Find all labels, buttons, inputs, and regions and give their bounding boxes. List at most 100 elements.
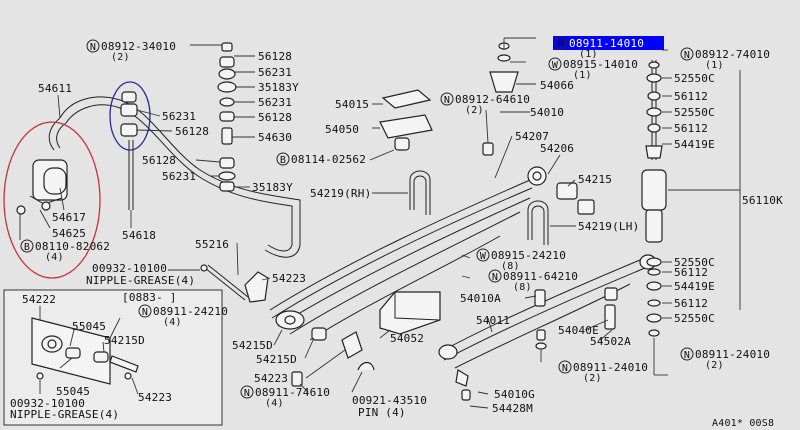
part-number-label[interactable]: 35183Y: [252, 181, 293, 194]
circle-mark-letter: N: [562, 363, 568, 374]
leader-lines: [19, 37, 741, 409]
part-number-label[interactable]: 54215D: [256, 353, 297, 366]
part-number-label[interactable]: 56128: [175, 125, 209, 138]
circle-mark-icon: [240, 385, 254, 399]
part-number-label[interactable]: 56128: [142, 154, 176, 167]
part-number-label[interactable]: 56231: [162, 170, 196, 183]
circle-mark-letter: W: [552, 60, 559, 71]
part-number-label[interactable]: 54010A: [460, 292, 501, 305]
part-number-label[interactable]: 08915-14010: [563, 58, 638, 71]
quantity-label: (2): [705, 360, 724, 371]
part-number-label[interactable]: 35183Y: [258, 81, 299, 94]
part-number-label[interactable]: 54215: [578, 173, 612, 186]
part-number-label[interactable]: 56128: [258, 111, 292, 124]
part-number-label[interactable]: 08912-34010: [101, 40, 176, 53]
part-number-label[interactable]: 54502A: [590, 335, 631, 348]
part-number-label[interactable]: 08915-24210: [491, 249, 566, 262]
part-number-label[interactable]: 52550C: [674, 106, 715, 119]
circle-mark-letter: N: [444, 95, 450, 106]
quantity-label: (8): [513, 282, 532, 293]
part-number-label[interactable]: 56231: [258, 96, 292, 109]
part-number-label[interactable]: 08912-74010: [695, 48, 770, 61]
part-number-label[interactable]: 54617: [52, 211, 86, 224]
part-number-label[interactable]: 54215D: [232, 339, 273, 352]
part-number-label[interactable]: 54223: [272, 272, 306, 285]
grease-nipple-bolt: [200, 264, 249, 301]
selected-part-highlight[interactable]: [553, 36, 664, 50]
part-number-label[interactable]: 54015: [335, 98, 369, 111]
circle-mark-icon: [276, 152, 290, 166]
part-number-label[interactable]: 55216: [195, 238, 229, 251]
stabilizer-bushing-bracket: [16, 159, 68, 215]
part-number-label[interactable]: 08912-64610: [455, 93, 530, 106]
main-leaf-spring: [269, 166, 595, 341]
quantity-label: (8): [501, 261, 520, 272]
part-number-label[interactable]: 56110K: [742, 194, 783, 207]
selected-part-number[interactable]: 08911-14010: [569, 37, 644, 50]
part-number-label[interactable]: 56112: [674, 297, 708, 310]
u-bolt-lh: [527, 200, 549, 245]
part-number-label[interactable]: 54206: [540, 142, 574, 155]
part-number-label[interactable]: 56231: [258, 66, 292, 79]
part-number-label[interactable]: 54618: [122, 229, 156, 242]
part-number-label[interactable]: 56112: [674, 90, 708, 103]
part-number-label[interactable]: 54040E: [558, 324, 599, 337]
circle-mark-letter: N: [90, 42, 96, 53]
red-annotation-circle: [3, 121, 101, 279]
circle-mark-letter: W: [480, 251, 487, 262]
part-number-label[interactable]: 08110-82062: [35, 240, 110, 253]
part-number-label[interactable]: 00921-43510: [352, 394, 427, 407]
part-number-label[interactable]: 08911-24010: [695, 348, 770, 361]
part-number-label[interactable]: 08114-02562: [291, 153, 366, 166]
part-number-label[interactable]: 08911-24010: [573, 361, 648, 374]
part-number-label[interactable]: 08911-24210: [153, 305, 228, 318]
part-number-label[interactable]: 55045: [56, 385, 90, 398]
part-number-label[interactable]: 54066: [540, 79, 574, 92]
part-number-label[interactable]: 08911-74610: [255, 386, 330, 399]
quantity-label: (2): [111, 52, 130, 63]
quantity-label: (2): [583, 373, 602, 384]
part-number-label[interactable]: 54010: [530, 106, 564, 119]
part-number-label[interactable]: 52550C: [674, 72, 715, 85]
part-number-label[interactable]: 54428M: [492, 402, 533, 415]
part-number-label[interactable]: 54215D: [104, 334, 145, 347]
part-number-label[interactable]: 54207: [515, 130, 549, 143]
part-number-label[interactable]: PIN (4): [358, 406, 406, 419]
part-number-label[interactable]: NIPPLE-GREASE(4): [86, 274, 195, 287]
label-layer: 08911-14010(1)08912-34010(2)561285623135…: [10, 37, 783, 429]
part-number-label[interactable]: 00932-10100: [92, 262, 167, 275]
part-number-label[interactable]: 54222: [22, 293, 56, 306]
quantity-label: (4): [163, 317, 182, 328]
part-number-label[interactable]: 54050: [325, 123, 359, 136]
part-number-label[interactable]: 54223: [138, 391, 172, 404]
part-number-label[interactable]: 54419E: [674, 138, 715, 151]
part-number-label[interactable]: 56231: [162, 110, 196, 123]
part-number-label[interactable]: 54223: [254, 372, 288, 385]
circle-mark-icon: [476, 248, 490, 262]
part-number-label[interactable]: 54010G: [494, 388, 535, 401]
part-number-label[interactable]: 54611: [38, 82, 72, 95]
part-number-label[interactable]: 56112: [674, 266, 708, 279]
part-number-label[interactable]: 55045: [72, 320, 106, 333]
circle-mark-letter: N: [684, 50, 690, 61]
part-number-label[interactable]: 54419E: [674, 280, 715, 293]
part-number-label[interactable]: 00932-10100: [10, 397, 85, 410]
part-number-label[interactable]: 54011: [476, 314, 510, 327]
part-number-label[interactable]: 54630: [258, 131, 292, 144]
stabilizer-link-bushings: [120, 91, 138, 210]
shock-absorber: [641, 60, 667, 337]
part-number-label[interactable]: 52550C: [674, 256, 715, 269]
circle-mark-icon: [138, 304, 152, 318]
part-number-label[interactable]: 54219(RH): [310, 187, 371, 200]
part-number-label[interactable]: 08911-64210: [503, 270, 578, 283]
part-number-label[interactable]: NIPPLE-GREASE(4): [10, 408, 119, 421]
part-number-label[interactable]: 56112: [674, 122, 708, 135]
part-number-label[interactable]: 54625: [52, 227, 86, 240]
part-number-label[interactable]: 56128: [258, 50, 292, 63]
part-number-label[interactable]: 54052: [390, 332, 424, 345]
circle-mark-letter: N: [142, 307, 148, 318]
circle-mark-icon: [680, 347, 694, 361]
part-number-label[interactable]: 52550C: [674, 312, 715, 325]
part-number-label[interactable]: 54219(LH): [578, 220, 639, 233]
